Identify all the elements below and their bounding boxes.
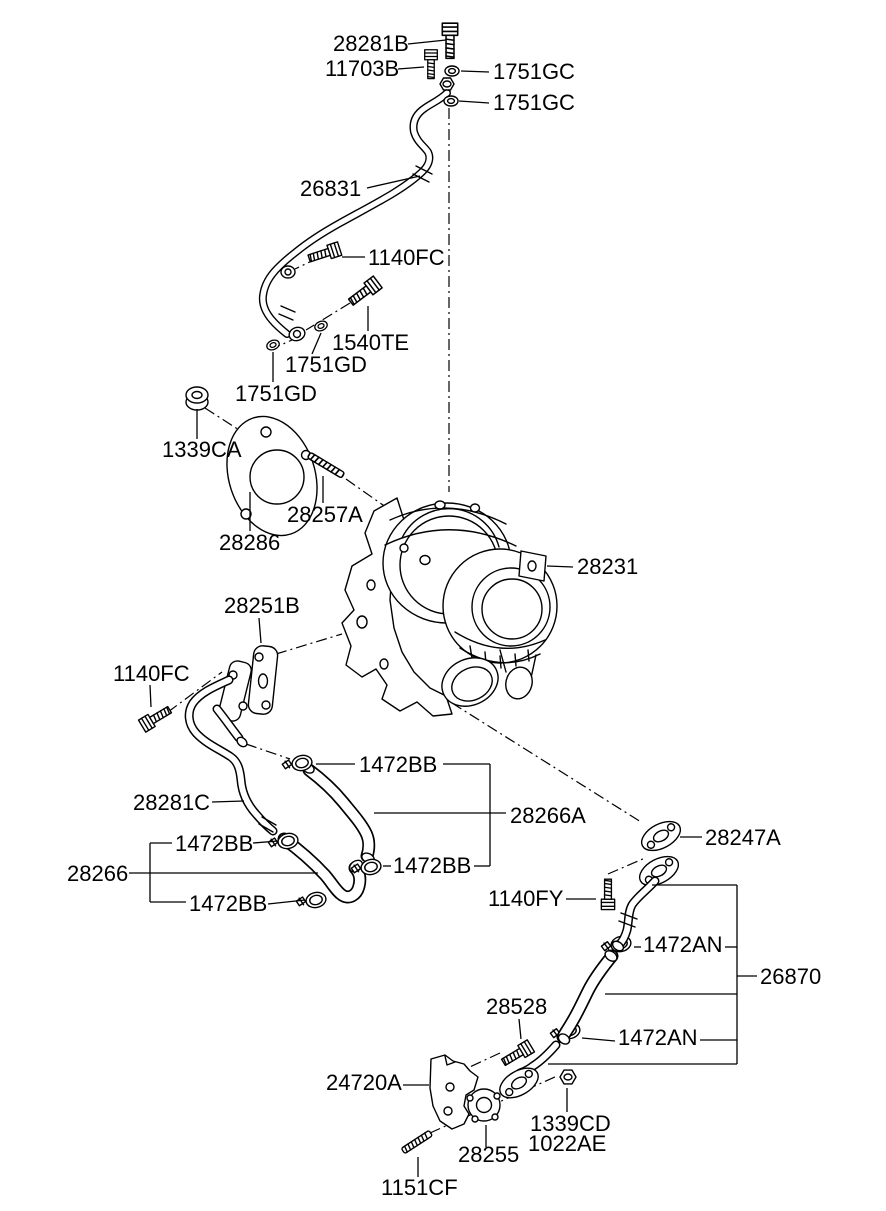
part-label-28266A: 28266A [510,803,586,828]
washer-1751GC-1-drawing [444,65,460,77]
leader-lines [129,39,757,1177]
water-pipe-28281C-drawing [184,660,278,836]
oil-feed-pipe-26831-drawing [258,77,455,342]
part-label-1751GD-2: 1751GD [235,381,317,406]
part-label-1751GC-2: 1751GC [493,90,575,115]
part-label-1472BB-1: 1472BB [359,752,437,777]
part-label-1472BB-4: 1472BB [189,891,267,916]
part-label-1339CA: 1339CA [162,437,242,462]
part-label-28247A: 28247A [705,825,781,850]
washer-1751GD-2-drawing [264,337,282,353]
part-label-1540TE: 1540TE [332,330,409,355]
bolt-1540TE-drawing [345,275,383,309]
bracket-24720A-drawing [429,1054,479,1130]
part-label-28266: 28266 [67,861,128,886]
gasket-28255-drawing [466,1088,501,1123]
oil-return-pipe-26870-drawing [494,849,684,1105]
part-label-26870: 26870 [760,964,821,989]
washer-1751GC-2-drawing [443,95,459,107]
stud-1151CF-drawing [400,1129,434,1155]
part-label-28528: 28528 [486,994,547,1019]
part-label-11703B: 11703B [325,56,399,81]
part-labels: 28281B 11703B 1751GC 1751GC 26831 1140FC… [67,31,821,1200]
nut-1339CA-drawing [185,386,209,411]
part-label-1472BB-3: 1472BB [175,831,253,856]
part-label-26831: 26831 [300,176,361,201]
part-label-1140FC-1: 1140FC [368,245,445,270]
part-label-1751GC-1: 1751GC [493,59,575,84]
part-label-1140FC-2: 1140FC [113,661,190,686]
banjo-bolt-11703B-drawing [424,49,438,80]
part-label-1140FY: 1140FY [488,886,564,911]
part-label-1472AN-1: 1472AN [643,932,723,957]
turbocharger-28231-drawing [341,497,558,717]
part-label-28251B: 28251B [224,593,300,618]
part-label-1151CF: 1151CF [381,1175,458,1200]
part-label-1472BB-2: 1472BB [393,853,471,878]
gasket-28247A-drawing [636,814,686,858]
washer-1751GD-1-drawing [312,318,330,334]
bolt-1140FC-2-drawing [137,702,174,733]
part-label-28281B: 28281B [333,31,409,56]
bolt-1140FC-1-drawing [306,241,343,266]
bolt-1140FY-drawing [600,878,616,911]
gasket-28251B-drawing [247,645,279,715]
part-label-24720A: 24720A [326,1070,402,1095]
part-label-28257A: 28257A [287,502,363,527]
part-label-1339CD: 1339CD [530,1111,611,1136]
part-label-1472AN-2: 1472AN [618,1025,698,1050]
nut-1339CD-drawing [559,1069,577,1085]
bolt-28281B-drawing [441,22,459,60]
part-label-28281C: 28281C [133,790,210,815]
part-label-1022AE: 1022AE [528,1131,606,1156]
part-label-28231: 28231 [577,554,638,579]
part-label-28286: 28286 [219,530,280,555]
part-label-28255: 28255 [458,1142,519,1167]
part-label-1751GD-1: 1751GD [285,352,367,377]
